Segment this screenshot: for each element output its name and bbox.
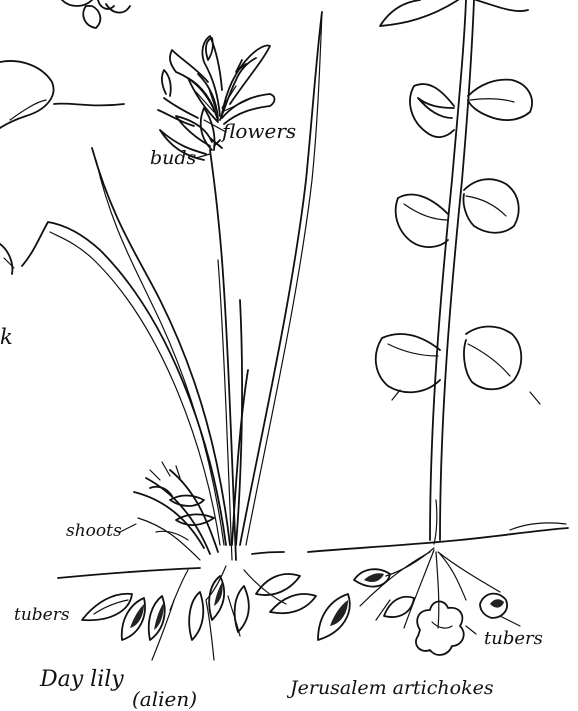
tubers-label-right: tubers (484, 628, 543, 649)
day-lily-leaves (22, 12, 322, 545)
tubers-right-leader-line (466, 626, 476, 634)
tubers-label-left: tubers (14, 605, 70, 625)
shoots-leader-line (120, 524, 136, 532)
ground-line (58, 523, 568, 578)
buds-leader-line (196, 154, 210, 158)
jerusalem-artichoke-stalk (430, 0, 474, 544)
day-lily-shoots (134, 462, 218, 560)
shoots-label: shoots (66, 521, 122, 541)
cut-off-label: k (0, 325, 13, 349)
day-lily-tubers (82, 566, 316, 660)
flowers-label: flowers (220, 119, 296, 143)
day-lily-label: Day lily (39, 667, 124, 692)
alien-label: (alien) (132, 687, 197, 711)
left-background (0, 61, 124, 274)
jerusalem-artichoke-leaves (376, 0, 540, 404)
day-lily-flower-stalk (158, 36, 275, 560)
buds-label: buds (150, 147, 197, 169)
jerusalem-artichokes-label: Jerusalem artichokes (286, 677, 494, 699)
top-left-blossom (62, 0, 130, 28)
